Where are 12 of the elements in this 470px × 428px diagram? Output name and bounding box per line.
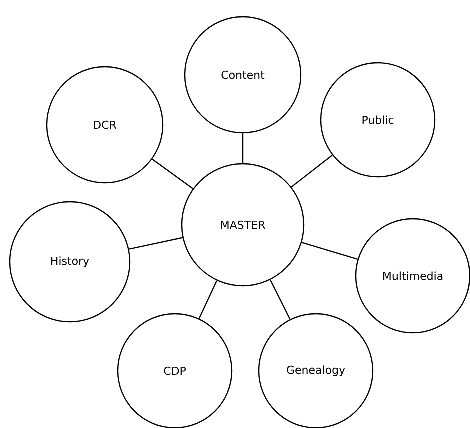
- connector-line: [302, 242, 358, 260]
- circle-node: Content: [184, 16, 302, 134]
- connector-line: [270, 280, 291, 320]
- connector-line: [242, 134, 244, 164]
- circle-node: Public: [320, 62, 436, 178]
- connector-line: [291, 154, 333, 188]
- circle-node: MASTER: [181, 163, 305, 287]
- connector-line: [198, 280, 218, 320]
- circle-node: History: [9, 201, 131, 323]
- circle-node: DCR: [46, 66, 164, 184]
- connector-line: [129, 237, 183, 250]
- connector-line: [152, 158, 194, 190]
